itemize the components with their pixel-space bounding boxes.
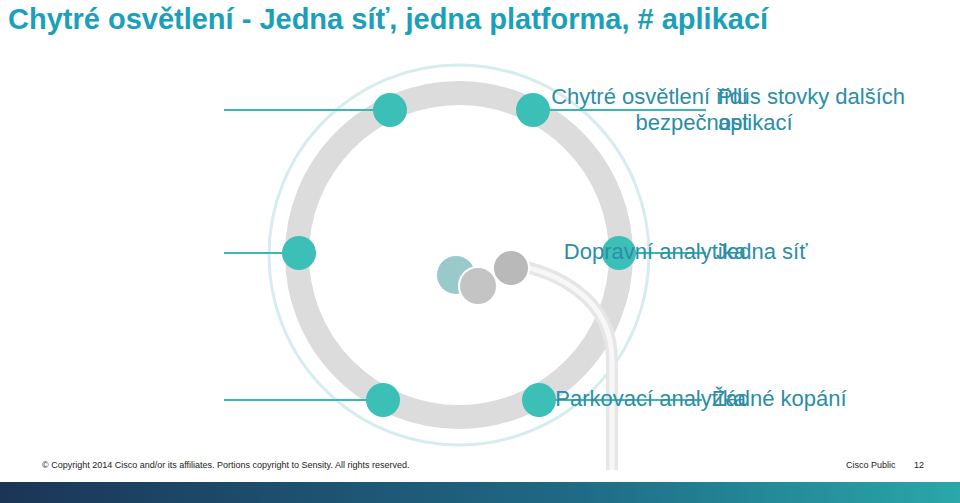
lamp-pole-highlight bbox=[500, 262, 612, 470]
classification-note: Cisco Public bbox=[846, 460, 896, 471]
lamp-pole bbox=[500, 262, 612, 470]
lamp-head bbox=[493, 250, 529, 286]
copyright-note: © Copyright 2014 Cisco and/or its affili… bbox=[42, 460, 409, 471]
feature-label: Plus stovky dalších aplikací bbox=[718, 84, 948, 137]
slide-title: Chytré osvětlení - Jedna síť, jedna plat… bbox=[8, 2, 768, 37]
page-number: 12 bbox=[914, 460, 924, 471]
lamp-head bbox=[459, 267, 497, 305]
feature-label: Dopravní analytika bbox=[526, 239, 746, 265]
feature-label: Jedna síť bbox=[716, 239, 946, 265]
feature-label: Žádné kopání bbox=[712, 386, 942, 412]
footer-bar bbox=[0, 482, 960, 503]
